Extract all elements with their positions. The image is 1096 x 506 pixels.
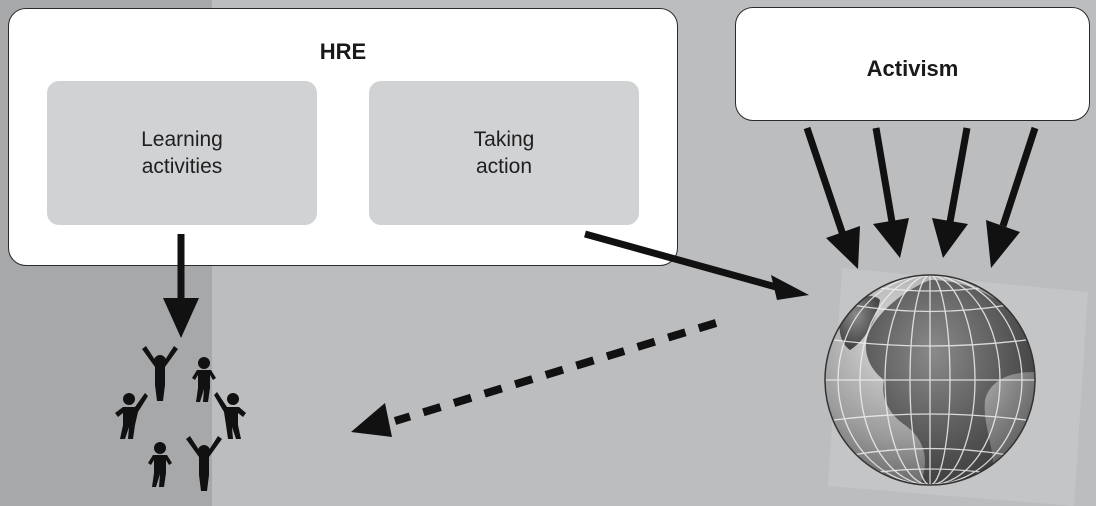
arrow-action-to-globe [584, 230, 809, 300]
taking-action-box: Taking action [369, 81, 639, 225]
dashed-arrow-globe-to-people [351, 319, 718, 437]
hre-box: HRE Learning activities Taking action [8, 8, 678, 266]
activism-arrows [803, 126, 1039, 269]
globe-icon [824, 268, 1088, 506]
hre-title: HRE [319, 39, 367, 64]
learning-activities-box: Learning activities [47, 81, 317, 225]
activism-arrow-2 [872, 127, 909, 258]
taking-action-label: Taking action [473, 128, 535, 178]
activism-arrow-3 [932, 127, 971, 258]
learning-activities-label: Learning activities [141, 128, 223, 178]
activism-box: Activism [735, 7, 1090, 121]
activism-arrow-4 [986, 126, 1039, 268]
arrow-learning-to-people [163, 234, 199, 338]
people-circle-icon [115, 346, 246, 491]
activism-title: Activism [866, 56, 959, 81]
activism-arrow-1 [803, 126, 860, 269]
